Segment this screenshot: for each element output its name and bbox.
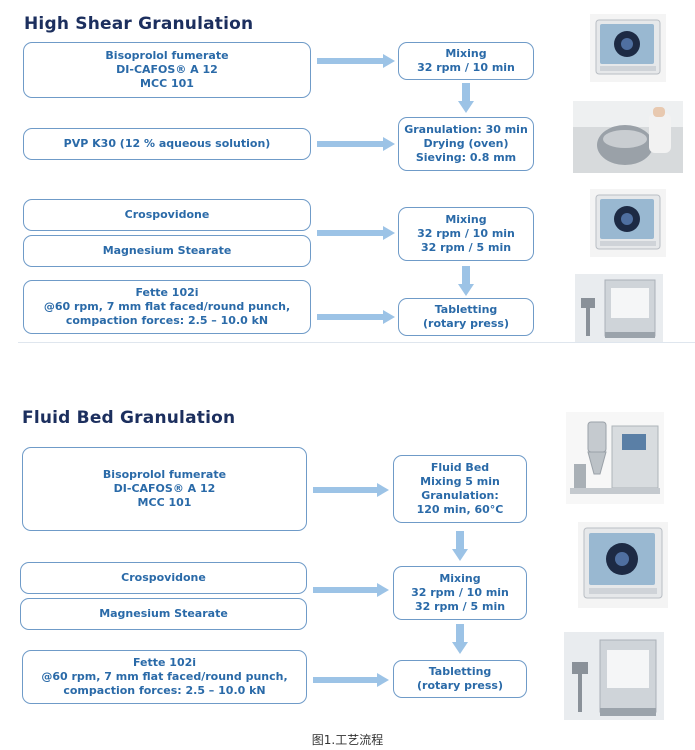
input-line: Crospovidone (121, 571, 206, 584)
right-arrow-icon (313, 673, 389, 687)
input-line: PVP K30 (12 % aqueous solution) (63, 137, 271, 150)
step-line: Mixing (445, 47, 487, 60)
step-line: Tabletting (428, 665, 492, 678)
step-line: 120 min, 60°C (416, 503, 504, 516)
step-box-tabletting: Tabletting (rotary press) (398, 298, 534, 336)
step-line: Mixing (445, 213, 487, 226)
input-box-crospovidone: Crospovidone (23, 199, 311, 231)
step-line: Granulation: (421, 489, 499, 502)
right-arrow-icon (317, 310, 395, 324)
input-box-api-blend: Bisoprolol fumerate DI-CAFOS® A 12 MCC 1… (22, 447, 307, 531)
input-line: @60 rpm, 7 mm flat faced/round punch, (41, 670, 288, 683)
rotary-tablet-press-photo (575, 274, 663, 342)
high-shear-mixer-photo (590, 14, 666, 82)
step-box-final-mixing: Mixing 32 rpm / 10 min 32 rpm / 5 min (393, 566, 527, 620)
step-line: 32 rpm / 10 min (417, 61, 515, 74)
input-line: compaction forces: 2.5 – 10.0 kN (63, 684, 266, 697)
step-line: 32 rpm / 10 min (411, 586, 509, 599)
input-box-magnesium-stearate: Magnesium Stearate (20, 598, 307, 630)
high-shear-mixer-photo (578, 522, 668, 608)
down-arrow-icon (452, 531, 468, 561)
input-line: Magnesium Stearate (102, 244, 232, 257)
input-box-binder: PVP K30 (12 % aqueous solution) (23, 128, 311, 160)
section-title-high-shear: High Shear Granulation (24, 14, 254, 34)
fluid-bed-granulator-photo (566, 412, 664, 504)
input-line: Bisoprolol fumerate (102, 468, 227, 481)
right-arrow-icon (317, 137, 395, 151)
section-divider (18, 342, 695, 343)
step-line: Fluid Bed (430, 461, 490, 474)
step-box-final-mixing: Mixing 32 rpm / 10 min 32 rpm / 5 min (398, 207, 534, 261)
rotary-tablet-press-photo (564, 632, 664, 720)
step-line: (rotary press) (417, 679, 503, 692)
step-line: (rotary press) (423, 317, 509, 330)
step-line: Granulation: 30 min (404, 123, 528, 136)
step-line: Mixing 5 min (420, 475, 500, 488)
step-box-mixing: Mixing 32 rpm / 10 min (398, 42, 534, 80)
input-box-api-blend: Bisoprolol fumerate DI-CAFOS® A 12 MCC 1… (23, 42, 311, 98)
step-line: Sieving: 0.8 mm (415, 151, 517, 164)
right-arrow-icon (317, 54, 395, 68)
input-line: DI-CAFOS® A 12 (113, 482, 216, 495)
input-box-magnesium-stearate: Magnesium Stearate (23, 235, 311, 267)
input-line: MCC 101 (137, 496, 192, 509)
input-line: DI-CAFOS® A 12 (116, 63, 218, 76)
input-line: Bisoprolol fumerate (105, 49, 229, 62)
step-line: 32 rpm / 5 min (420, 241, 512, 254)
down-arrow-icon (458, 83, 474, 113)
step-line: Drying (oven) (423, 137, 509, 150)
granulation-bowl-photo (573, 101, 683, 173)
section-title-fluid-bed: Fluid Bed Granulation (22, 408, 236, 428)
input-line: Fette 102i (135, 286, 199, 299)
down-arrow-icon (458, 266, 474, 296)
input-box-tablet-press: Fette 102i @60 rpm, 7 mm flat faced/roun… (23, 280, 311, 334)
step-line: 32 rpm / 10 min (417, 227, 515, 240)
step-box-tabletting: Tabletting (rotary press) (393, 660, 527, 698)
input-line: Magnesium Stearate (99, 607, 228, 620)
high-shear-mixer-photo (590, 189, 666, 257)
input-line: @60 rpm, 7 mm flat faced/round punch, (43, 300, 291, 313)
step-box-granulation: Granulation: 30 min Drying (oven) Sievin… (398, 117, 534, 171)
step-line: Tabletting (434, 303, 498, 316)
down-arrow-icon (452, 624, 468, 654)
figure-caption: 图1.工艺流程 (311, 733, 384, 747)
right-arrow-icon (313, 483, 389, 497)
input-line: compaction forces: 2.5 – 10.0 kN (65, 314, 269, 327)
input-line: Crospovidone (124, 208, 210, 221)
input-box-tablet-press: Fette 102i @60 rpm, 7 mm flat faced/roun… (22, 650, 307, 704)
input-box-crospovidone: Crospovidone (20, 562, 307, 594)
input-line: Fette 102i (132, 656, 197, 669)
right-arrow-icon (317, 226, 395, 240)
step-box-fluid-bed: Fluid Bed Mixing 5 min Granulation: 120 … (393, 455, 527, 523)
step-line: 32 rpm / 5 min (414, 600, 506, 613)
step-line: Mixing (439, 572, 481, 585)
input-line: MCC 101 (140, 77, 194, 90)
right-arrow-icon (313, 583, 389, 597)
